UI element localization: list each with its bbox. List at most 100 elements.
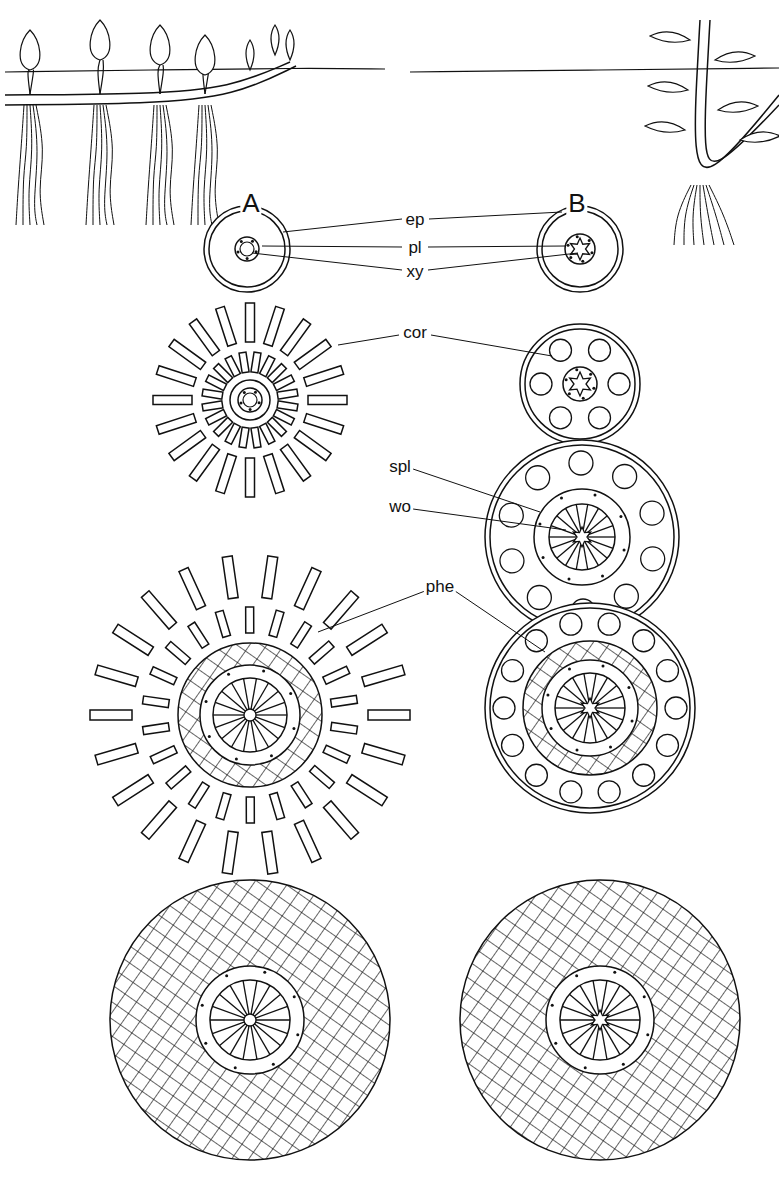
- leader-line: [283, 219, 402, 232]
- tissue-ring: [656, 660, 678, 682]
- phloem-dot: [204, 1042, 207, 1045]
- wood-ray: [562, 1006, 594, 1018]
- wood-ray: [584, 674, 589, 703]
- tissue-ring: [633, 764, 655, 786]
- aerenchyma-lacuna: [169, 430, 206, 460]
- aerenchyma-lacuna: [189, 444, 219, 481]
- phloem-dot: [622, 1063, 625, 1066]
- phloem-dot: [584, 1066, 587, 1069]
- aerenchyma-lacuna: [179, 820, 206, 862]
- tissue-ring: [200, 665, 300, 765]
- wood-ray: [551, 526, 576, 535]
- aerenchyma-lacuna: [280, 319, 310, 356]
- phloem-dot: [609, 745, 612, 748]
- tissue-ring: [178, 643, 322, 787]
- aerenchyma-lacuna: [260, 423, 275, 444]
- wood-ray: [596, 710, 623, 720]
- aerenchyma-lacuna: [294, 567, 321, 609]
- aerenchyma-lacuna: [150, 746, 177, 764]
- aerenchyma-lacuna: [222, 556, 238, 599]
- root: [684, 185, 694, 245]
- phloem-dot: [554, 1042, 557, 1045]
- petiole: [203, 73, 205, 94]
- wood-ray: [255, 1006, 288, 1018]
- aerenchyma-lacuna: [262, 831, 278, 874]
- wood-ray: [551, 539, 576, 548]
- tissue-ring: [633, 630, 655, 652]
- phloem-dot: [601, 574, 604, 577]
- aerenchyma-lacuna: [304, 414, 344, 435]
- aerenchyma-lacuna: [90, 710, 132, 720]
- xylem-star: [591, 1010, 608, 1030]
- phloem-dot: [243, 391, 246, 394]
- rhizome: [5, 62, 290, 95]
- tissue-ring: [243, 393, 257, 407]
- root: [204, 105, 207, 225]
- aerenchyma-lacuna: [264, 306, 285, 346]
- tissue-ring: [204, 206, 290, 292]
- aerenchyma-lacuna: [362, 665, 405, 686]
- aerenchyma-lacuna: [216, 306, 237, 346]
- part-label: pl: [406, 239, 423, 258]
- wood-ray: [588, 536, 615, 537]
- phloem-dot: [246, 257, 249, 260]
- phloem-dot: [560, 497, 563, 500]
- tissue-ring: [490, 608, 690, 808]
- tissue-ring: [525, 764, 547, 786]
- phloem-dot: [201, 1004, 204, 1007]
- petiole: [160, 65, 163, 94]
- aerenchyma-lacuna: [262, 556, 278, 599]
- phloem-dot: [568, 392, 571, 395]
- aerenchyma-lacuna: [277, 401, 298, 411]
- aerenchyma-lacuna: [95, 665, 138, 686]
- aerenchyma-lacuna: [309, 641, 334, 664]
- wood-ray: [606, 1022, 638, 1034]
- aerenchyma-lacuna: [323, 666, 350, 684]
- aerenchyma-lacuna: [179, 567, 206, 609]
- phloem-dot: [293, 995, 296, 998]
- aerenchyma-lacuna: [246, 303, 255, 342]
- tissue-ring: [563, 367, 597, 401]
- aerenchyma-lacuna: [206, 410, 227, 425]
- leaf: [718, 102, 758, 112]
- phloem-dot: [296, 1033, 299, 1036]
- wood-ray: [213, 714, 245, 715]
- part-label: spl: [387, 458, 413, 477]
- aerenchyma-lacuna: [141, 591, 176, 629]
- root: [103, 105, 107, 225]
- section-letter: B: [566, 189, 587, 218]
- aerenchyma-lacuna: [264, 454, 285, 494]
- phloem-dot: [588, 239, 591, 242]
- tissue-ring: [565, 234, 595, 264]
- wood-ray: [557, 541, 578, 558]
- phloem-dot: [551, 1004, 554, 1007]
- root: [153, 105, 157, 225]
- root: [99, 105, 102, 225]
- aerenchyma-lacuna: [291, 622, 312, 648]
- leaf: [715, 52, 755, 62]
- phloem-dot: [237, 251, 240, 254]
- leaf-bud: [286, 30, 294, 60]
- phloem-dot: [249, 408, 252, 411]
- leaf-bud: [271, 25, 279, 55]
- tissue-ring: [589, 407, 611, 429]
- phloem-dot: [538, 522, 541, 525]
- water-surface: [410, 68, 779, 72]
- leader-line: [428, 253, 578, 270]
- phloem-dot: [542, 556, 545, 559]
- aerenchyma-lacuna: [270, 792, 285, 819]
- tissue-ring: [244, 1014, 256, 1026]
- tissue-ring: [527, 585, 551, 609]
- wood-ray: [212, 1022, 245, 1034]
- aerenchyma-lacuna: [95, 743, 138, 764]
- leaf: [150, 25, 170, 65]
- wood-ray: [549, 536, 576, 537]
- part-label: cor: [401, 324, 429, 343]
- aerenchyma-lacuna: [251, 352, 261, 373]
- leader-line: [318, 591, 425, 632]
- root: [198, 105, 202, 225]
- aerenchyma-lacuna: [246, 607, 254, 633]
- wood-ray: [251, 1025, 257, 1059]
- phloem-dot: [590, 251, 593, 254]
